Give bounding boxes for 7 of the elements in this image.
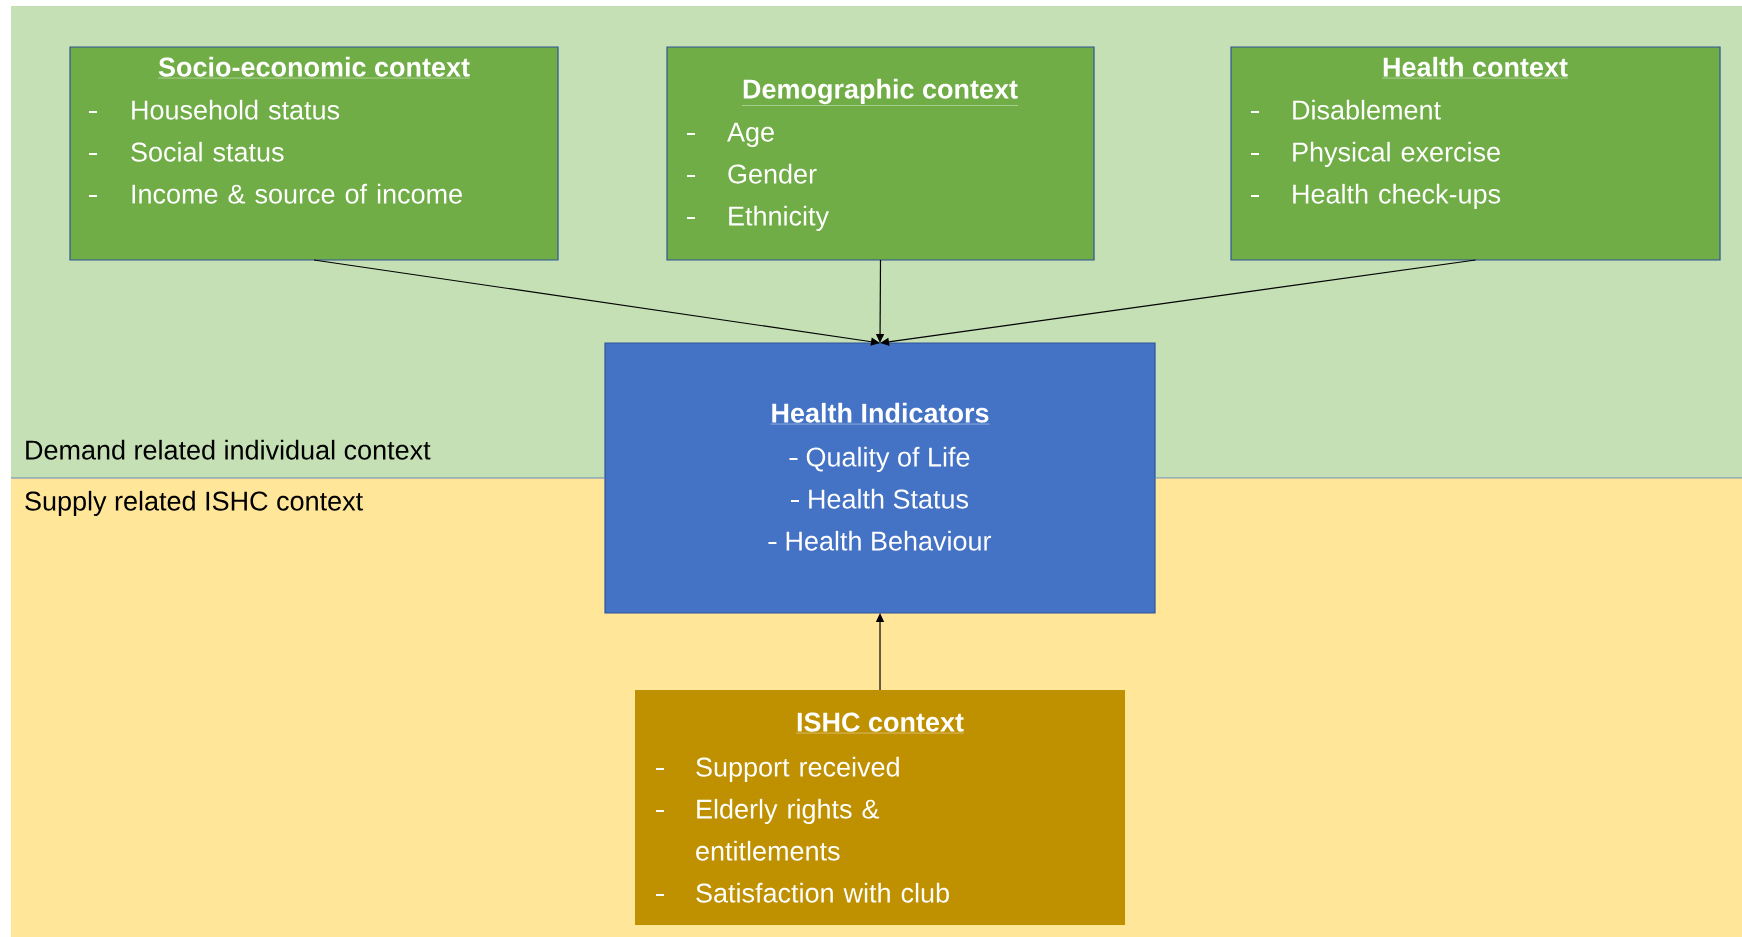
arrow xyxy=(880,259,1477,346)
arrow xyxy=(313,259,880,346)
context-box: ISHC context Support received Elderly rights & entitlements Satisfaction with club xyxy=(635,690,1125,925)
context-box: Health Indicators Quality of Life Health Status Health Behaviour xyxy=(604,342,1156,614)
context-box: Demographic context Age Gender Ethnicity xyxy=(666,46,1095,261)
context-box: Health context Disablement Physical exercise Health check-ups xyxy=(1230,46,1721,261)
context-box: Socio-economic context Household status Social status Income & source of income xyxy=(69,46,559,261)
